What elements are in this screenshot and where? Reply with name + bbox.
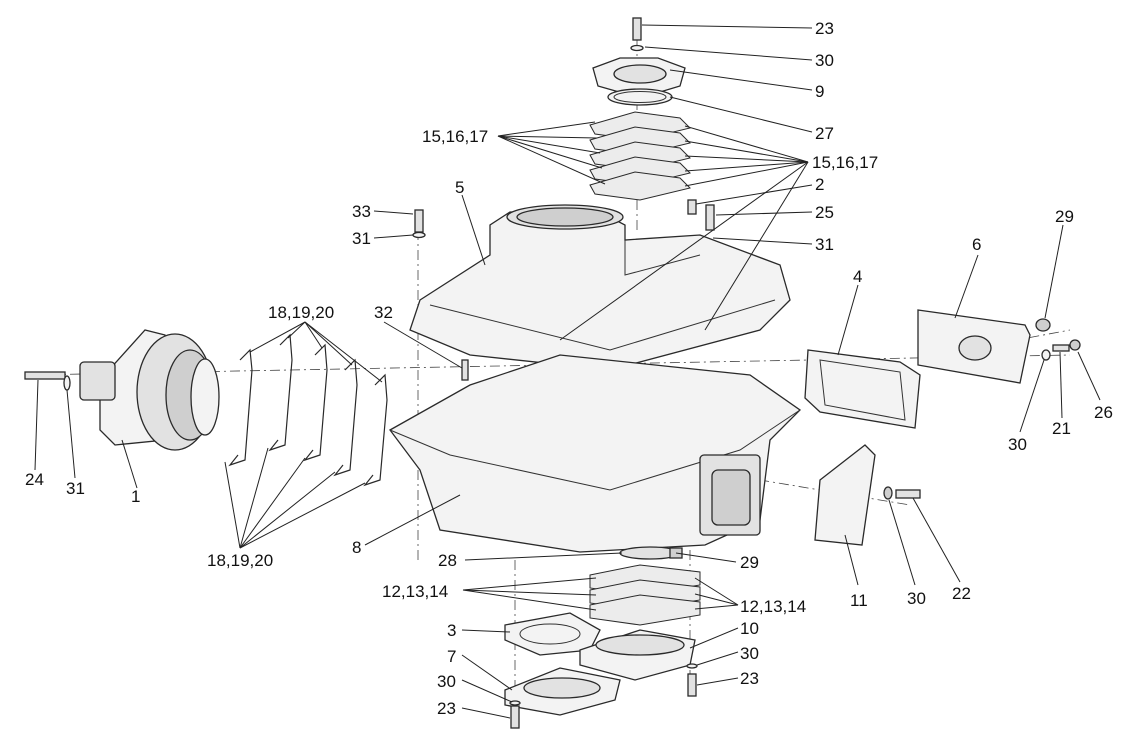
- callout-29-right: 29: [1055, 207, 1074, 226]
- callout-23-bottom-right: 23: [740, 669, 759, 688]
- callout-8: 8: [352, 538, 361, 557]
- callout-5: 5: [455, 178, 464, 197]
- upper-housing-5: [409, 199, 791, 381]
- top-cap-assembly: [592, 17, 686, 106]
- bolt-23-bottom-right: [687, 673, 697, 697]
- callout-26: 26: [1094, 403, 1113, 422]
- top-shims: [589, 111, 691, 201]
- callout-9: 9: [815, 82, 824, 101]
- lower-housing-8: [389, 354, 802, 553]
- callout-33: 33: [352, 202, 371, 221]
- bolt-23-bottom-left: [510, 705, 520, 729]
- washer-30-top: [630, 44, 644, 52]
- pin-32: [461, 359, 469, 381]
- bolt-23-top: [632, 17, 642, 41]
- callout-15-16-17-left: 15,16,17: [422, 127, 488, 146]
- callout-10: 10: [740, 619, 759, 638]
- input-unit-1: [24, 329, 220, 451]
- callout-30-right: 30: [1008, 435, 1027, 454]
- callout-7: 7: [447, 647, 456, 666]
- callout-32: 32: [374, 303, 393, 322]
- gasket-4: [804, 349, 921, 429]
- washer-31: [412, 231, 426, 239]
- callout-11: 11: [850, 591, 868, 610]
- callout-21: 21: [1052, 419, 1071, 438]
- bolt-25: [705, 204, 715, 231]
- callout-23-bottom-left: 23: [437, 699, 456, 718]
- callout-12-13-14-right: 12,13,14: [740, 597, 806, 616]
- callout-30-top: 30: [815, 51, 834, 70]
- callout-30-bottom-left: 30: [437, 672, 456, 691]
- callout-12-13-14-left: 12,13,14: [382, 582, 448, 601]
- leader-lines: [34, 24, 1101, 719]
- callout-31-upper-left: 31: [352, 229, 371, 248]
- callout-30-bottom-right: 30: [740, 644, 759, 663]
- callout-23-top: 23: [815, 19, 834, 38]
- bolt-22: [895, 489, 921, 499]
- front-cover-11: [814, 444, 921, 546]
- callout-6: 6: [972, 235, 981, 254]
- plug-2: [687, 199, 697, 215]
- callout-31-upper-right: 31: [815, 235, 834, 254]
- callout-2: 2: [815, 175, 824, 194]
- right-cover-assembly: [804, 309, 1081, 429]
- callout-3: 3: [447, 621, 456, 640]
- callout-22: 22: [952, 584, 971, 603]
- washer-30-bottom-left: [509, 700, 521, 706]
- callout-29-bottom: 29: [740, 553, 759, 572]
- callout-30-front: 30: [907, 589, 926, 608]
- callout-25: 25: [815, 203, 834, 222]
- callout-4: 4: [853, 267, 862, 286]
- callout-31-left: 31: [66, 479, 85, 498]
- washer-30-right: [1041, 349, 1051, 361]
- washer-31-left: [63, 375, 71, 391]
- washer-30-bottom-right: [686, 663, 698, 669]
- callout-18-19-20-upper: 18,19,20: [268, 303, 334, 322]
- bolt-21: [1052, 344, 1070, 352]
- callout-1: 1: [131, 487, 140, 506]
- callout-24: 24: [25, 470, 44, 489]
- bottom-assembly: [504, 546, 701, 729]
- bolt-24: [24, 371, 66, 380]
- callout-15-16-17-right: 15,16,17: [812, 153, 878, 172]
- callout-18-19-20-lower: 18,19,20: [207, 551, 273, 570]
- callout-27: 27: [815, 124, 834, 143]
- callout-28: 28: [438, 551, 457, 570]
- washer-30-front: [883, 486, 893, 500]
- callout-labels: 23 30 9 27 15,16,17 15,16,17 2 5 33 25 3…: [25, 19, 1113, 718]
- plug-29: [1035, 318, 1051, 332]
- bolt-33: [414, 209, 424, 233]
- nut-26: [1069, 339, 1081, 351]
- side-clips: [228, 333, 388, 487]
